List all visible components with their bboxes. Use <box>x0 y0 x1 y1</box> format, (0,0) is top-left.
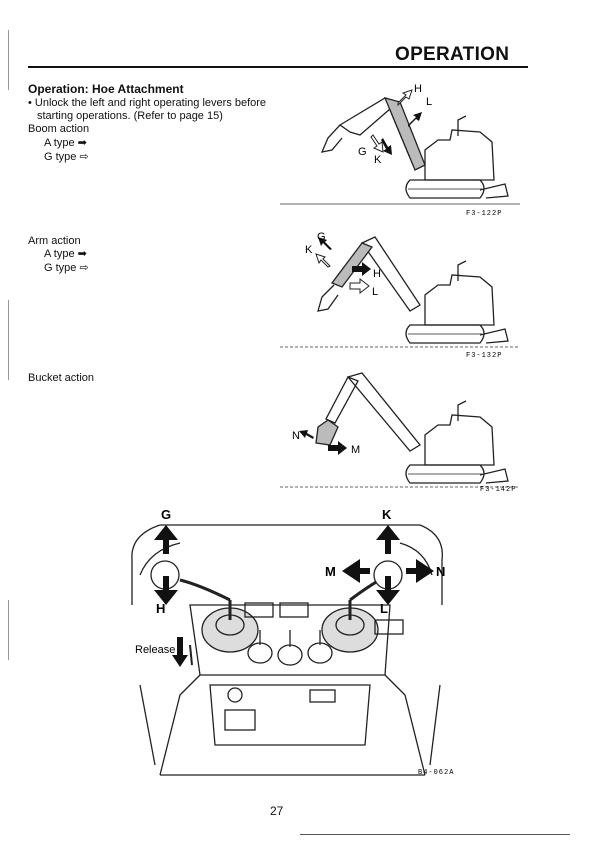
figure-code: B4-062A <box>418 769 454 777</box>
arrow-label-g: G <box>317 231 326 243</box>
arm-action-figure: G K H L F3-132P <box>280 231 520 360</box>
bucket-direction-arrows: N M <box>292 430 360 456</box>
arm-direction-arrows: G K H L <box>305 231 381 298</box>
bucket-action-label: Bucket action <box>28 372 95 384</box>
arrow-label-h: H <box>414 83 422 95</box>
arrow-label-l: L <box>426 96 432 108</box>
arrow-label-h: H <box>373 268 381 280</box>
header-rule <box>28 66 528 68</box>
instruction-line-1: • Unlock the left and right operating le… <box>28 97 267 109</box>
solid-arrow-icon: ➡ <box>77 137 87 149</box>
arrow-label-m: M <box>351 444 360 456</box>
page-number: 27 <box>270 804 284 818</box>
boom-action-label: Boom action <box>28 123 90 135</box>
lever-direction-arrows <box>154 525 434 667</box>
excavator-drawing <box>315 372 509 484</box>
boom-a-type-label: A type <box>44 137 75 149</box>
arm-g-type-label: G type <box>44 262 77 274</box>
arm-action-label: Arm action <box>28 235 81 247</box>
arm-a-type-label: A type <box>44 248 75 260</box>
arrow-label-n: N <box>292 430 300 442</box>
lever-label-n: N <box>436 564 445 579</box>
binding-edge-mark <box>8 30 9 90</box>
lever-label-k: K <box>382 507 392 522</box>
arrow-label-k: K <box>305 244 313 256</box>
excavator-drawing <box>317 236 509 344</box>
lever-label-m: M <box>325 564 336 579</box>
footer-rule <box>300 834 570 835</box>
excavator-drawing <box>320 97 509 199</box>
outline-arrow-icon: ⇨ <box>79 262 89 274</box>
lever-label-l: L <box>380 601 388 616</box>
binding-edge-mark <box>8 600 9 660</box>
lever-label-h: H <box>156 601 165 616</box>
arrow-label-g: G <box>358 146 367 158</box>
arrow-label-k: K <box>374 154 382 166</box>
control-levers-figure: G H K L M N Release B4-062A <box>131 507 454 777</box>
figure-code: F3-142P <box>480 486 516 494</box>
instruction-line-2: starting operations. (Refer to page 15) <box>37 110 223 122</box>
binding-edge-mark <box>8 300 9 380</box>
lever-label-g: G <box>161 507 171 522</box>
boom-g-type-row: G type ⇨ <box>44 151 89 164</box>
section-title: Operation: Hoe Attachment <box>28 82 184 96</box>
release-label: Release <box>135 644 175 656</box>
boom-action-figure: H L G K F3-122P <box>280 83 520 218</box>
cab-frame-drawing <box>131 524 443 776</box>
bucket-action-figure: N M F3-142P <box>280 372 520 494</box>
outline-arrow-icon: ⇨ <box>79 151 89 163</box>
page-header-title: OPERATION <box>395 44 510 65</box>
boom-g-type-label: G type <box>44 151 77 163</box>
boom-a-type-row: A type ➡ <box>44 137 87 150</box>
arrow-label-l: L <box>372 286 378 298</box>
boom-direction-arrows: H L G K <box>358 83 432 166</box>
figure-code: F3-132P <box>466 352 502 360</box>
figure-code: F3-122P <box>466 210 502 218</box>
arm-a-type-row: A type ➡ <box>44 248 87 261</box>
arm-g-type-row: G type ⇨ <box>44 262 89 275</box>
solid-arrow-icon: ➡ <box>77 248 87 260</box>
